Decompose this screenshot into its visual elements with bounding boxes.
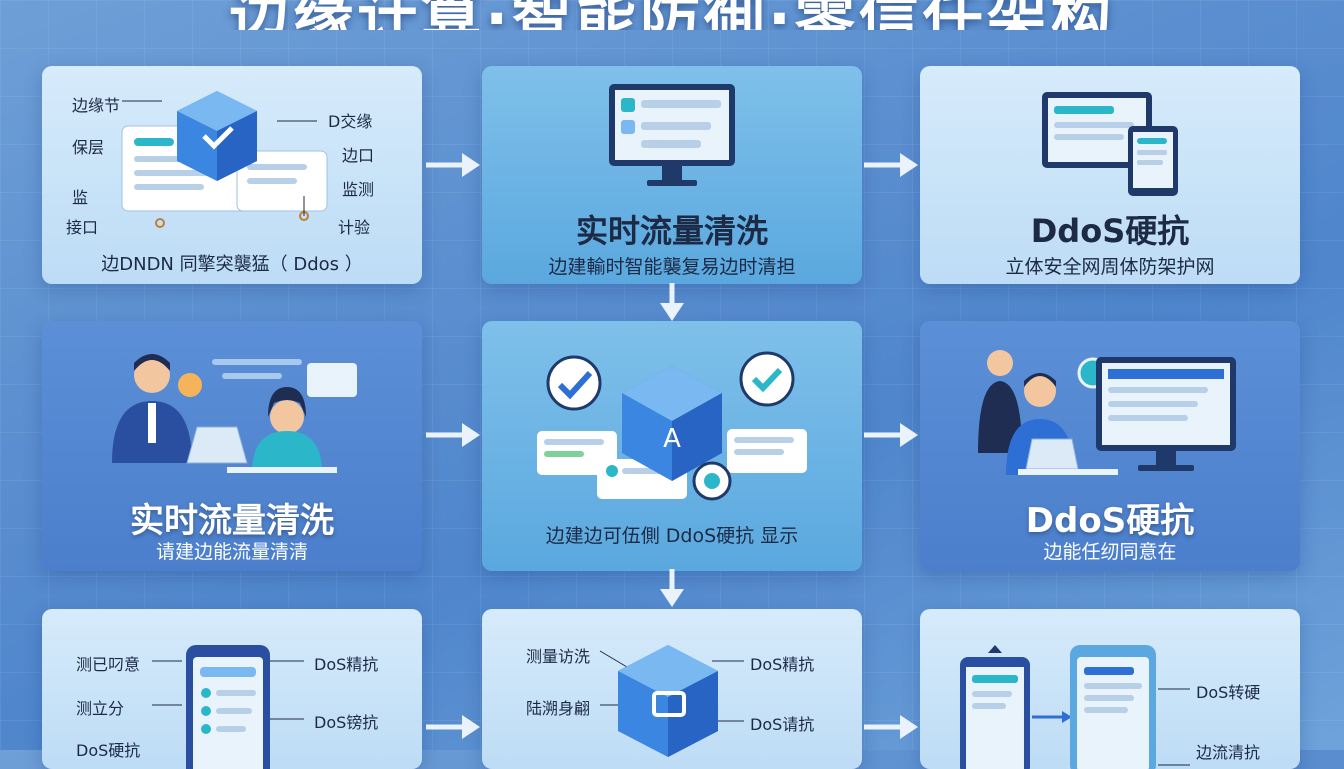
team-illustration	[112, 354, 357, 473]
label-measure: 测已叼意	[76, 655, 141, 674]
card-edge-ddos-display-caption: 边建边可伍側 DdoS硬抗 显示	[545, 525, 799, 547]
arrow-down-r2-r3	[660, 569, 684, 607]
label-monitor: 监	[72, 188, 89, 207]
card-device-sync: DoS转硬 边流清抗	[920, 609, 1300, 769]
label-edge-resist: 边流清抗	[1196, 743, 1261, 762]
card-ddos-resist-2-caption: 边能任纫同意在	[1043, 541, 1177, 563]
label-edge-port: 边口	[342, 146, 375, 165]
label-dos-lock: DoS镑抗	[314, 713, 379, 732]
card-ddos-resist-caption: 立体安全网周体防架护网	[1005, 256, 1215, 278]
arrow-r3-c1-c2	[426, 715, 480, 739]
label-divide: 测立分	[76, 699, 125, 718]
arrow-down-r1-r2	[660, 283, 684, 321]
hub-hex-illustration	[599, 645, 744, 757]
card-traffic-cleaning-2: 实时流量清洗 请建边能流量清清	[42, 321, 422, 571]
phone-callout-lines	[152, 660, 304, 720]
label-dos-fine-2: DoS精抗	[750, 655, 815, 674]
arrow-r2-c1-c2	[426, 423, 480, 447]
card-hub-detect: 测量访洗 陆溯身翩 DoS精抗 DoS请抗	[482, 609, 862, 769]
card-ddos-resist-2-title: DdoS硬抗	[1025, 501, 1195, 541]
card-ddos-resist: DdoS硬抗 立体安全网周体防架护网	[920, 66, 1300, 284]
label-dos-request: DoS请抗	[750, 715, 815, 734]
card-ddos-resist-title: DdoS硬抗	[1030, 212, 1190, 250]
arrow-r1-c2-c3	[864, 153, 918, 177]
card-edge-nodes-caption: 边DNDN 同擎突襲猛（ Ddos ）	[101, 254, 363, 275]
label-dos-fine: DoS精抗	[314, 655, 379, 674]
label-protect-layer: 保层	[72, 138, 105, 157]
card-traffic-cleaning-2-title: 实时流量清洗	[130, 501, 334, 541]
label-verify: 计验	[338, 218, 371, 237]
card-mobile-detect: 测已叼意 测立分 DoS硬抗 DoS精抗 DoS镑抗	[42, 609, 422, 769]
card-ddos-resist-2: DdoS硬抗 边能任纫同意在	[920, 321, 1300, 571]
laptop-tablet-icon	[1042, 92, 1178, 196]
arrow-r2-c2-c3	[864, 423, 918, 447]
arrow-r1-c1-c2	[426, 153, 480, 177]
label-detect: 监测	[342, 180, 375, 199]
page-title: 边缘计算·智能防御·零信任架构	[0, 0, 1344, 30]
label-edge-node: 边缘节	[72, 96, 121, 115]
phone-illustration	[186, 645, 270, 769]
card-edge-ddos-display: A 边建边可伍側 DdoS硬抗 显示	[482, 321, 862, 571]
devices-sync-illustration	[960, 645, 1190, 769]
card-traffic-cleaning-title: 实时流量清洗	[575, 212, 768, 250]
card-traffic-cleaning-caption: 边建輸时智能襲复易边时清担	[548, 256, 796, 278]
label-dos-transfer: DoS转硬	[1196, 683, 1261, 702]
label-trace: 陆溯身翩	[526, 699, 591, 718]
label-measure-clean: 测量访洗	[526, 647, 591, 666]
security-hub-illustration: A	[537, 351, 807, 501]
arrow-r3-c2-c3	[864, 715, 918, 739]
card-edge-nodes: 边缘节 保层 监 接口 D交缘 边口 监测 计验 边DNDN 同擎突襲猛（ Dd…	[42, 66, 422, 284]
label-dos-hard: DoS硬抗	[76, 741, 141, 760]
operator-workstation-illustration	[978, 350, 1236, 475]
edge-node-illustration	[121, 91, 328, 228]
card-traffic-cleaning-2-caption: 请建边能流量清清	[155, 541, 308, 563]
hex-letter: A	[663, 424, 681, 454]
label-d-edge: D交缘	[328, 112, 373, 131]
monitor-icon	[609, 84, 735, 186]
card-traffic-cleaning: 实时流量清洗 边建輸时智能襲复易边时清担	[482, 66, 862, 284]
label-interface: 接口	[66, 218, 99, 237]
